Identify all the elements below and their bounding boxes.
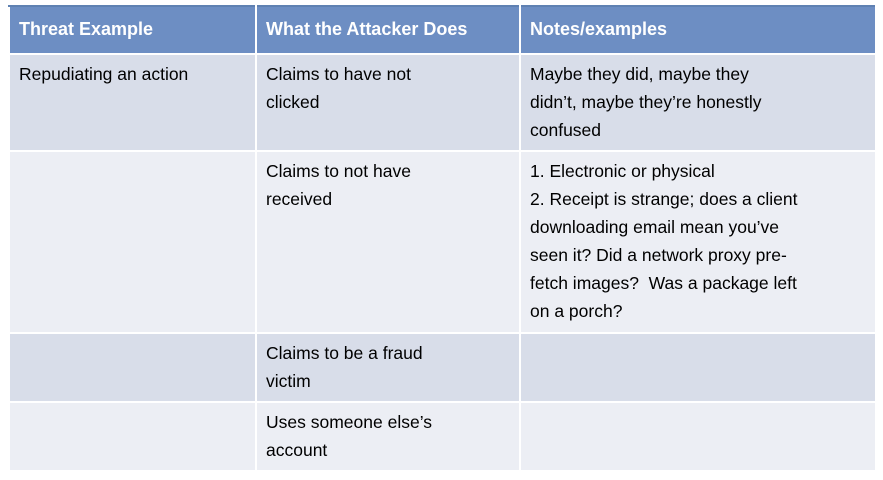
cell-attacker-action: Uses someone else’s account [255,401,521,472]
cell-attacker-action: Claims to not have received [255,150,521,334]
cell-threat-example [8,332,257,403]
column-header-what-attacker-does: What the Attacker Does [255,5,521,55]
cell-attacker-action: Claims to have not clicked [255,53,521,152]
cell-notes: 1. Electronic or physical 2. Receipt is … [519,150,877,334]
table-row: Repudiating an action Claims to have not… [8,53,877,152]
table-row: Claims to not have received 1. Electroni… [8,150,877,334]
cell-attacker-action: Claims to be a fraud victim [255,332,521,403]
cell-notes [519,332,877,403]
column-header-notes-examples: Notes/examples [519,5,877,55]
cell-notes: Maybe they did, maybe they didn’t, maybe… [519,53,877,152]
table-row: Uses someone else’s account [8,401,877,472]
column-header-threat-example: Threat Example [8,5,257,55]
cell-threat-example [8,401,257,472]
table-header-row: Threat Example What the Attacker Does No… [8,5,877,55]
cell-threat-example [8,150,257,334]
table-row: Claims to be a fraud victim [8,332,877,403]
cell-notes [519,401,877,472]
threat-table: Threat Example What the Attacker Does No… [8,5,877,472]
cell-threat-example: Repudiating an action [8,53,257,152]
